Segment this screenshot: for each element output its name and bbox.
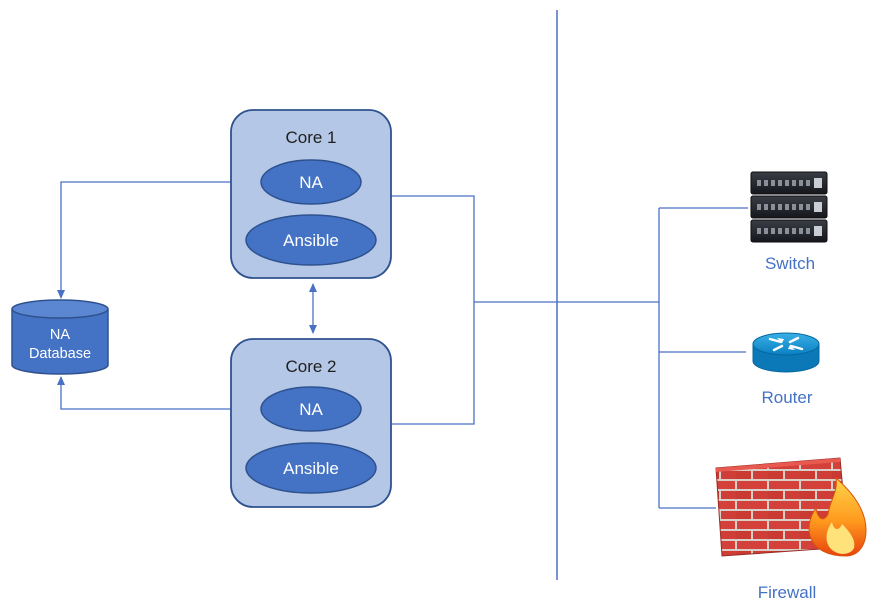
- database-top: [11, 299, 109, 319]
- core1-ansible-oval: [245, 214, 377, 266]
- core1-title: Core 1: [285, 128, 336, 147]
- core2-title: Core 2: [285, 357, 336, 376]
- firewall-device: Firewall: [715, 457, 867, 602]
- switch-device: Switch: [750, 171, 828, 273]
- core1-na-oval: [260, 159, 362, 205]
- database-body: [11, 309, 109, 375]
- core1-ansible-label: Ansible: [283, 231, 339, 250]
- database-label-line1: NA: [50, 327, 70, 343]
- database-label-line2: Database: [29, 346, 91, 362]
- core1-node: Core 1 NA Ansible: [230, 109, 392, 279]
- firewall-label: Firewall: [758, 583, 817, 602]
- core2-ansible-oval: [245, 442, 377, 494]
- core2-na-label: NA: [299, 400, 323, 419]
- router-label: Router: [761, 388, 812, 407]
- connections: [57, 178, 748, 509]
- core2-uplink-line: [391, 302, 475, 425]
- router-icon: [752, 332, 820, 373]
- router-device: Router: [752, 332, 820, 407]
- switch-label: Switch: [765, 254, 815, 273]
- core2-ansible-label: Ansible: [283, 459, 339, 478]
- db-to-core1-na-connector: [57, 178, 262, 299]
- firewall-icon: [715, 457, 867, 557]
- database-icon: NA Database: [11, 299, 109, 375]
- switch-icon: [750, 171, 828, 243]
- core1-uplink-line: [391, 195, 475, 302]
- core2-na-oval: [260, 386, 362, 432]
- db-to-core2-na-connector: [57, 376, 262, 413]
- core1-na-label: NA: [299, 173, 323, 192]
- core2-node: Core 2 NA Ansible: [230, 338, 392, 508]
